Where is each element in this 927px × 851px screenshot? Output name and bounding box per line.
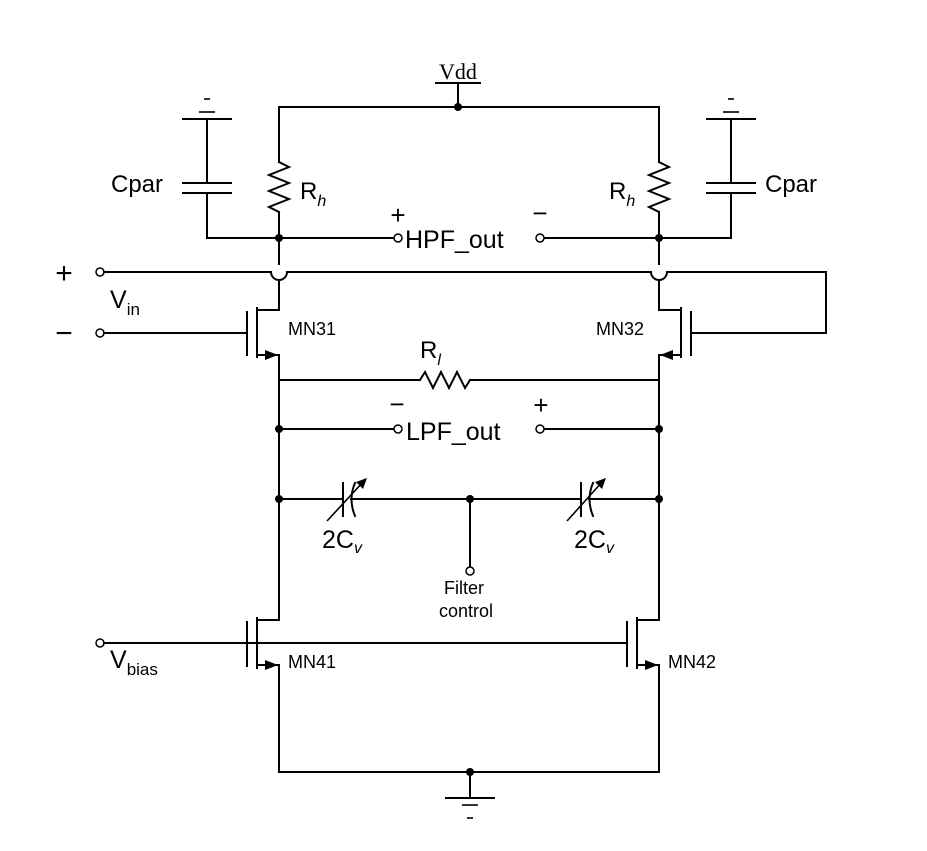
- mn41-transistor: [246, 596, 280, 773]
- mn42-label: MN42: [668, 652, 716, 672]
- cv-left-varactor: [275, 478, 471, 522]
- vin-minus-sign: −: [55, 317, 73, 350]
- filter-control-wire: [465, 495, 475, 576]
- cpar-right-capacitor: [658, 98, 756, 239]
- rh-left-resistor: [266, 106, 292, 239]
- vin-plus-terminal: [95, 267, 105, 277]
- vin-input-wires: [95, 267, 827, 338]
- vbias-label: Vbias: [110, 646, 158, 679]
- hpf-out-label: HPF_out: [405, 226, 504, 254]
- rh-right-label: Rh: [609, 178, 635, 210]
- source-rails: [278, 379, 660, 598]
- cpar-left-capacitor: [182, 98, 280, 239]
- rh-left-label: Rh: [300, 178, 326, 210]
- mn32-transistor: [658, 237, 692, 381]
- vdd-label: Vdd: [439, 59, 477, 84]
- lpf-plus-terminal: [535, 424, 545, 434]
- vin-label: Vin: [110, 286, 140, 319]
- hpf-minus-terminal: [535, 233, 545, 243]
- lpf-output-wires: [275, 424, 663, 434]
- cv-right-varactor: [469, 478, 663, 522]
- vbias-terminal: [95, 638, 105, 648]
- lpf-plus-sign: +: [533, 390, 548, 420]
- filter-control-terminal: [465, 566, 475, 576]
- vin-plus-sign: +: [55, 257, 73, 290]
- mn32-label: MN32: [596, 319, 644, 339]
- hpf-minus-sign: −: [532, 198, 547, 228]
- cpar-right-label: Cpar: [765, 171, 817, 198]
- mn42-transistor: [626, 596, 660, 773]
- vbias-wire: [95, 638, 628, 648]
- rh-right-resistor: [646, 106, 672, 239]
- mn31-transistor: [246, 237, 280, 381]
- cv-right-label: 2Cv: [574, 526, 615, 557]
- vdd-rail: [278, 82, 660, 111]
- cv-left-label: 2Cv: [322, 526, 363, 557]
- mn31-label: MN31: [288, 319, 336, 339]
- vin-minus-terminal: [95, 328, 105, 338]
- rl-label: Rl: [420, 337, 441, 369]
- lpf-minus-terminal: [393, 424, 403, 434]
- lpf-out-label: LPF_out: [406, 418, 501, 446]
- ground-symbol: [278, 768, 660, 819]
- hpf-plus-terminal: [393, 233, 403, 243]
- cpar-left-label: Cpar: [111, 171, 163, 198]
- hpf-plus-sign: +: [390, 200, 405, 230]
- hpf-output-wires: [275, 233, 663, 243]
- rl-resistor: [278, 369, 660, 391]
- mn41-label: MN41: [288, 652, 336, 672]
- lpf-minus-sign: −: [389, 389, 404, 419]
